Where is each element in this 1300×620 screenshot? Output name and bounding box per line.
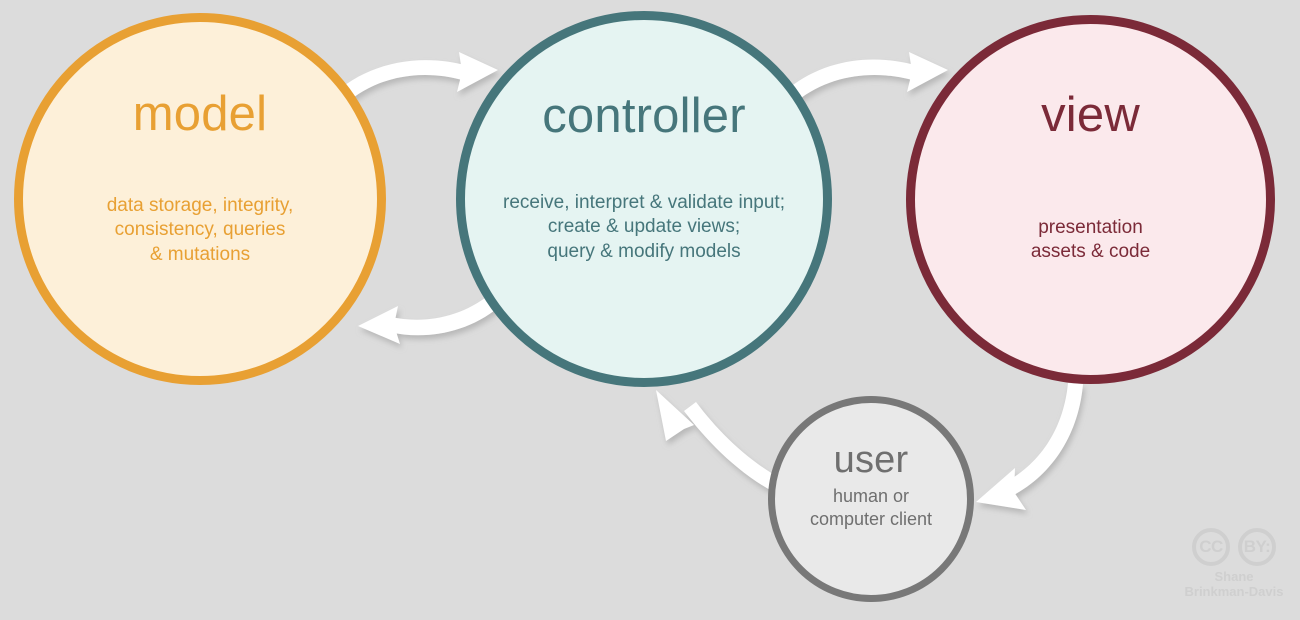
arrow-controller-to-model: [358, 294, 499, 344]
arrow-view-to-user: [976, 383, 1083, 510]
node-controller-description: receive, interpret & validate input;crea…: [503, 192, 785, 262]
node-view-title: view: [1041, 88, 1140, 142]
arrow-user-to-controller: [656, 390, 787, 495]
arrow-model-to-controller: [341, 52, 498, 101]
creative-commons-badges: CC BY:: [1192, 528, 1276, 566]
node-model-title: model: [132, 87, 268, 141]
node-controller-title: controller: [542, 89, 746, 143]
arrow-controller-to-view: [789, 52, 948, 101]
node-controller[interactable]: controller receive, interpret & validate…: [456, 11, 832, 387]
cc-icon: CC: [1192, 528, 1230, 566]
node-model-description: data storage, integrity,consistency, que…: [106, 195, 294, 265]
node-user-title: user: [833, 439, 909, 481]
cc-by-icon: BY:: [1238, 528, 1276, 566]
node-model[interactable]: model data storage, integrity,consistenc…: [14, 13, 386, 385]
